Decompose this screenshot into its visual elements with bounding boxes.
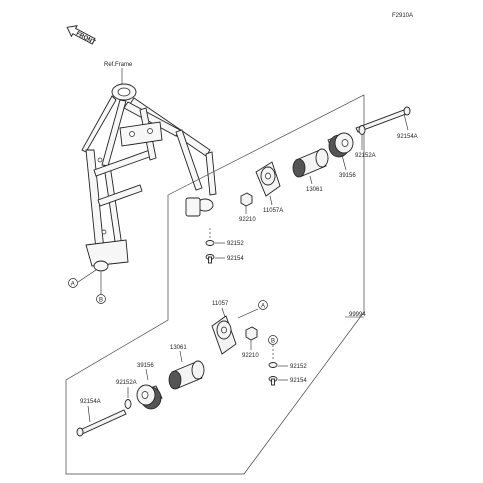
upper-washer-label: 92152A (355, 153, 376, 159)
upper-small-washer-label: 92152 (227, 241, 244, 247)
lower-slider (136, 384, 163, 410)
lower-washer-label: 92152A (116, 380, 137, 386)
upper-bracket-label: 11057A (263, 208, 283, 214)
upper-nut (240, 192, 253, 207)
lower-washer (124, 399, 132, 409)
marker-a-frame (68, 278, 78, 288)
marker-b-frame (96, 294, 106, 304)
lower-collar-label: 13061 (170, 345, 187, 351)
figure-code: F2910A (392, 13, 413, 19)
lower-small-washer (268, 362, 278, 368)
svg-text:A: A (71, 281, 75, 287)
ref-frame-label: Ref.Frame (104, 62, 133, 68)
lower-bolt (76, 409, 127, 437)
lower-slider-label: 39156 (137, 363, 154, 369)
svg-text:B: B (271, 338, 275, 344)
upper-washer (358, 125, 366, 135)
marker-a-kit (258, 300, 268, 310)
svg-text:A: A (261, 303, 265, 309)
upper-slider (327, 132, 354, 158)
upper-assembly: 92154A 92152A 39156 13061 11057A (205, 106, 418, 264)
lower-nut (245, 326, 258, 341)
kit-number: 99994 (349, 312, 366, 318)
upper-bolt-label: 92154A (397, 134, 418, 140)
front-arrow-icon: FRONT (66, 25, 96, 46)
lower-nut-label: 92210 (242, 353, 259, 359)
lower-small-washer-label: 92152 (290, 364, 307, 370)
upper-bolt-92154a (355, 106, 411, 133)
upper-bracket (255, 161, 281, 197)
lower-bracket-label: 11057 (212, 301, 229, 307)
marker-b-kit (268, 335, 278, 345)
frame-drawing (81, 83, 217, 272)
upper-collar (292, 148, 329, 178)
upper-small-bolt (205, 254, 215, 264)
upper-nut-label: 92210 (239, 217, 256, 223)
lower-assembly: 11057 A 92210 13061 39156 (76, 300, 307, 437)
upper-collar-label: 13061 (306, 187, 323, 193)
lower-bracket (211, 315, 237, 355)
upper-small-bolt-label: 92154 (227, 256, 244, 262)
upper-small-washer (205, 240, 215, 246)
svg-text:B: B (99, 297, 103, 303)
lower-small-bolt-label: 92154 (290, 378, 307, 384)
lower-collar (168, 360, 205, 390)
lower-small-bolt (268, 376, 278, 386)
lower-bolt-label: 92154A (80, 399, 101, 405)
upper-slider-label: 39156 (339, 173, 356, 179)
